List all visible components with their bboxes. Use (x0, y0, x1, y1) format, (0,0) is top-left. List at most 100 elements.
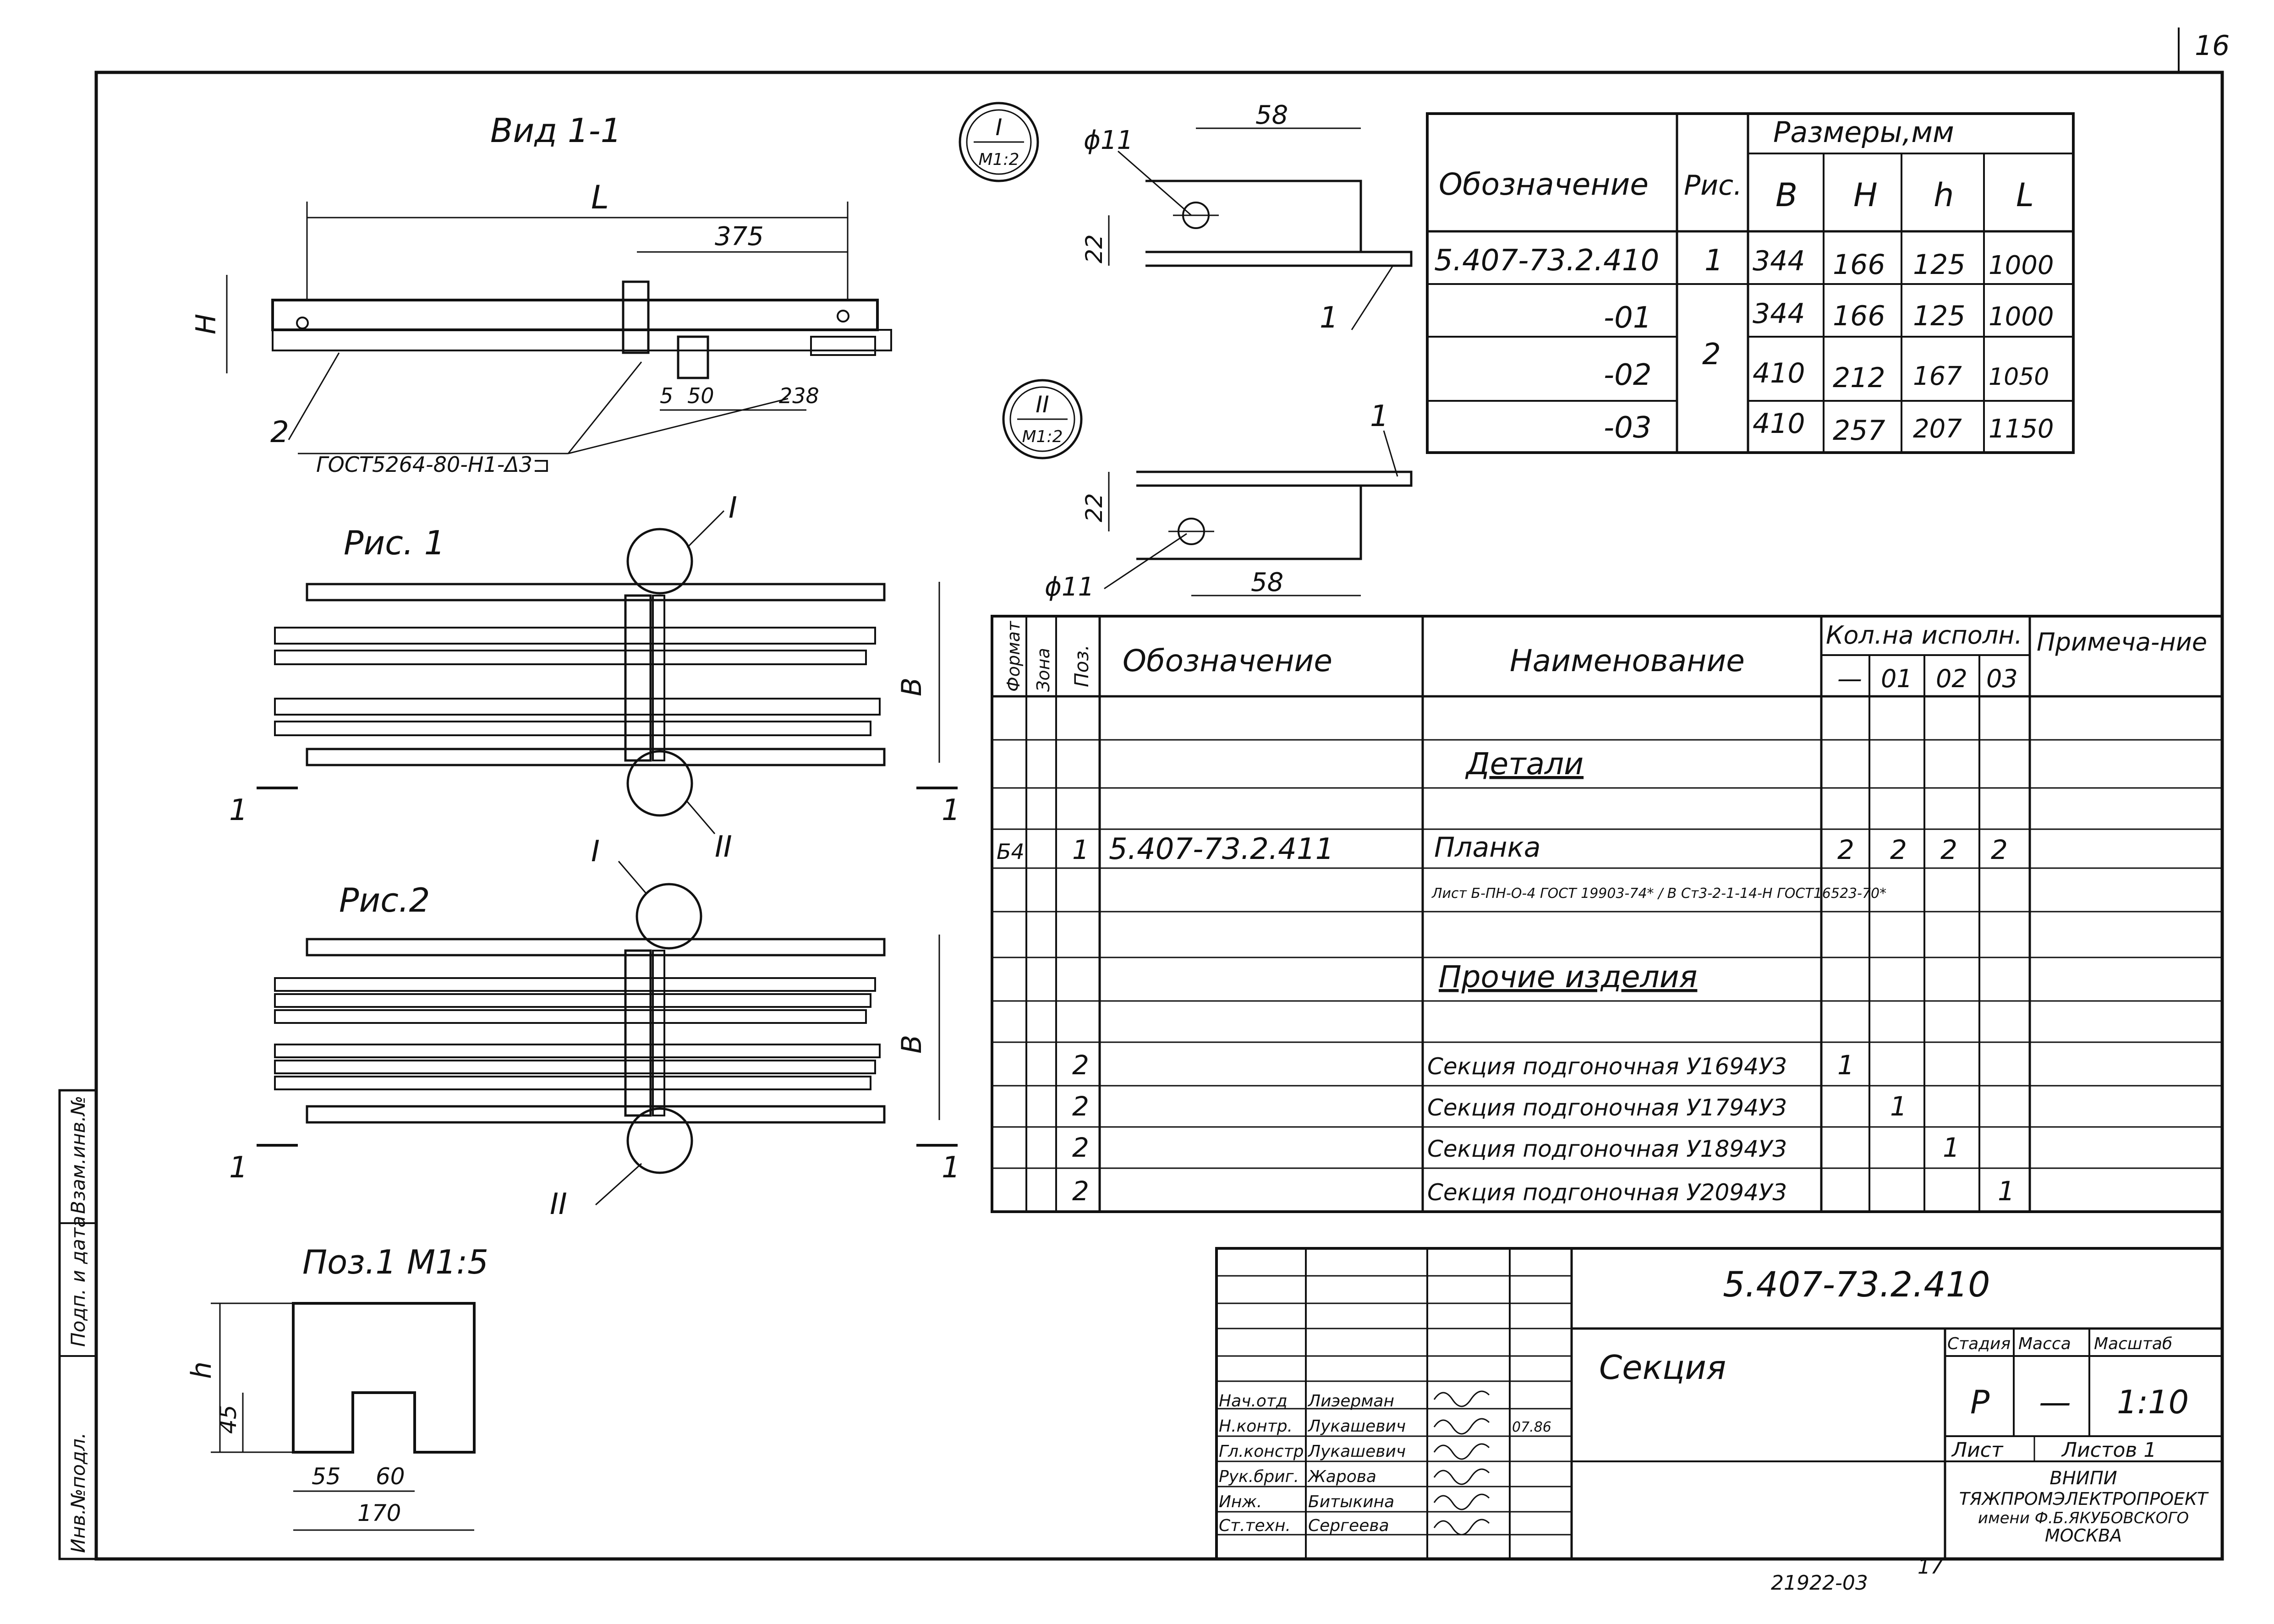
spec-section-details: Детали (1465, 746, 1584, 782)
detail-II-dia: ϕ11 (1045, 572, 1094, 602)
spec-row-pos: 2 (1072, 1050, 1089, 1081)
stamp-sign-date: Подп. и дата (67, 1216, 89, 1347)
mass-value: — (2039, 1383, 2071, 1421)
sign-name: Битыкина (1308, 1493, 1394, 1511)
sign-date: 07.86 (1512, 1419, 1551, 1435)
sign-role: Рук.бриг. (1219, 1467, 1299, 1486)
dim-238: 238 (779, 383, 819, 408)
spec-header-qty: Кол.на исполн. (1826, 621, 2022, 650)
dims-row-L: 1050 (1989, 363, 2049, 391)
detail-I: I M1:2 58 ϕ11 22 1 (959, 100, 1413, 335)
detail-II-label: II (1036, 391, 1049, 418)
dimensions-table: Обозначение Рис. Размеры,мм B H h L 5.40… (1426, 112, 2075, 454)
sign-role: Гл.констр (1219, 1442, 1304, 1461)
stage-label: Стадия (1947, 1334, 2011, 1353)
dims-col-L: L (2016, 176, 2034, 214)
detail-I-dim-58: 58 (1255, 100, 1288, 130)
spec-row-q0: 2 (1837, 834, 1854, 865)
footer-sheet: 17 (1918, 1555, 1943, 1579)
dims-row-designation: -03 (1604, 411, 1652, 445)
spec-row-name: Секция подгоночная У1894У3 (1427, 1136, 1787, 1162)
view-1-1-title: Вид 1-1 (490, 111, 621, 150)
doc-name: Секция (1599, 1348, 1726, 1387)
detail-II-dim-58: 58 (1251, 568, 1283, 597)
dims-row-h: 207 (1913, 414, 1962, 444)
dims-row-B: 344 (1753, 245, 1805, 277)
spec-row-pos: 2 (1072, 1132, 1089, 1163)
spec-row-name: Секция подгоночная У1694У3 (1427, 1053, 1787, 1080)
spec-row-name: Секция подгоночная У1794У3 (1427, 1094, 1787, 1121)
sign-name: Лукашевич (1307, 1417, 1406, 1436)
dims-row-B: 344 (1753, 298, 1805, 330)
spec-header-qty-01: 01 (1881, 664, 1912, 693)
dims-row-designation: -01 (1604, 301, 1652, 335)
dims-row-designation: 5.407-73.2.410 (1434, 244, 1659, 278)
detail-II-scale: M1:2 (1022, 427, 1063, 446)
dim-L: L (591, 179, 609, 216)
fig2-section-right: 1 (942, 1151, 960, 1185)
sign-role: Нач.отд (1219, 1392, 1288, 1411)
dim-50: 50 (687, 383, 714, 408)
dims-row-designation: -02 (1604, 358, 1652, 392)
pos1-dim-45: 45 (215, 1405, 241, 1434)
dim-375: 375 (715, 222, 764, 252)
spec-row-name: Секция подгоночная У2094У3 (1427, 1179, 1787, 1206)
fig1-detail-II-circle (626, 750, 693, 817)
dims-row-fig: 1 (1704, 244, 1723, 278)
figure-1: Рис. 1 I II B 1 1 (229, 491, 960, 864)
spec-header-pos: Поз. (1070, 645, 1093, 687)
fig2-detail-I-circle (636, 883, 702, 950)
sheet-frame (94, 71, 2224, 1561)
spec-row-q3: 1 (1998, 1176, 2015, 1207)
fig2-detail-II-circle (626, 1107, 693, 1174)
fig1-dim-B: B (896, 678, 928, 696)
detail-I-label: I (996, 114, 1003, 141)
org-line-3: имени Ф.Б.ЯКУБОВСКОГО (1978, 1509, 2189, 1527)
sign-role: Н.контр. (1219, 1417, 1293, 1436)
spec-header-qty-base: — (1837, 664, 1862, 693)
stamp-vzam-inv: Взам.инв.№ (67, 1096, 89, 1214)
spec-row-q3: 2 (1991, 834, 2008, 865)
spec-header-designation: Обозначение (1123, 643, 1332, 678)
spec-header-format: Формат (1003, 620, 1024, 692)
spec-row-pos: 2 (1072, 1091, 1089, 1122)
pos1-dim-55: 55 (312, 1463, 341, 1490)
sign-name: Сергеева (1308, 1516, 1389, 1535)
dims-row-B: 410 (1753, 357, 1805, 389)
figure-2: Рис.2 I II B 1 1 (229, 835, 960, 1221)
sign-role: Ст.техн. (1219, 1516, 1291, 1535)
dims-row-H: 166 (1833, 300, 1885, 332)
detail-I-dia: ϕ11 (1084, 126, 1133, 155)
pos1-title: Поз.1 М1:5 (302, 1243, 488, 1281)
doc-number: 5.407-73.2.410 (1723, 1264, 1990, 1305)
spec-header-zone: Зона (1033, 648, 1053, 692)
spec-header-qty-03: 03 (1986, 664, 2018, 693)
pos1-dim-60: 60 (376, 1463, 405, 1490)
scale-label: Масштаб (2094, 1334, 2172, 1353)
detail-I-badge (959, 102, 1039, 182)
dims-col-B: B (1775, 176, 1797, 214)
fig1-title: Рис. 1 (344, 524, 445, 562)
callout-2: 2 (270, 416, 289, 449)
spec-row-pos: 1 (1072, 834, 1089, 865)
dims-row-H: 166 (1833, 249, 1885, 281)
spec-row-designation: 5.407-73.2.411 (1109, 832, 1334, 866)
spec-header-qty-02: 02 (1936, 664, 1967, 693)
stage-value: Р (1970, 1383, 1990, 1421)
dims-row-H: 212 (1833, 362, 1885, 394)
detail-II: II M1:2 58 ϕ11 22 1 (1002, 379, 1413, 602)
fig2-section-left: 1 (229, 1151, 248, 1185)
fig2-dim-B: B (896, 1035, 928, 1054)
org-line-1: ВНИПИ (2049, 1468, 2117, 1489)
dims-row-L: 1000 (1989, 251, 2054, 280)
org-line-4: МОСКВА (2045, 1526, 2122, 1546)
dims-row-fig: 2 (1702, 338, 1721, 372)
fig2-title: Рис.2 (339, 881, 430, 919)
dims-col-H: H (1853, 176, 1878, 214)
signature-scribble (1433, 1443, 1490, 1460)
dims-header-designation: Обозначение (1439, 167, 1649, 202)
detail-II-dim-22: 22 (1081, 493, 1107, 522)
sign-name: Жарова (1307, 1467, 1376, 1486)
dim-5: 5 (660, 383, 673, 408)
